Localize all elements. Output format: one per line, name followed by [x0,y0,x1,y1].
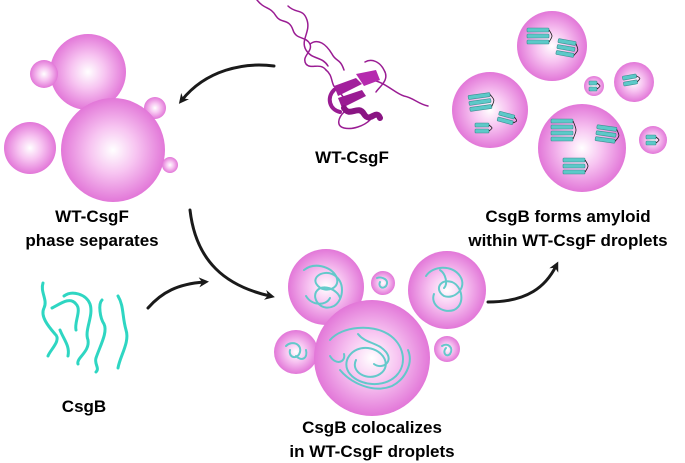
phase-separates-label-line2: phase separates [25,231,158,250]
csgb-strand [58,328,70,358]
fibril-segment [596,124,618,132]
fibril-stack [550,118,577,142]
alpha-helix [341,105,383,121]
droplet [538,104,626,192]
droplet [61,98,165,202]
fibril-segment [645,140,657,146]
droplet [452,72,528,148]
fibril-link [573,43,579,56]
fibril-link [489,94,495,107]
arrow-colocalize-to-amyloid [486,261,559,304]
fibril-segment [562,169,586,175]
fibril-stack [562,157,589,175]
fibril-segment [468,98,492,106]
csgf-droplet-cluster [4,34,178,202]
phase-separates-label-line1: WT-CsgF [55,207,129,226]
beta-strand [334,78,362,96]
csgb-strand [40,281,59,358]
csgb-strand [50,299,80,332]
fibril-segment [496,116,514,125]
droplet [274,330,318,374]
fibril-stack [474,122,493,134]
csgf-protein-core [327,70,383,121]
fibril-segment [556,44,576,52]
csgb-strand [62,291,93,366]
droplet [162,157,178,173]
arrow-csgb-to-colocalize [146,277,209,310]
droplet [50,34,126,110]
fibril-link [596,82,601,90]
amyloid-fibrils [467,27,660,175]
fibril-segment [474,128,490,134]
csgb-strands [40,281,129,374]
arrow-phase-to-colocalize [188,208,275,300]
fibril-stack [496,111,518,125]
loop [327,88,342,114]
process-arrows [146,63,559,310]
csgb-strand [116,294,129,370]
droplet [584,76,604,96]
fibril-stack [526,27,553,45]
fibril-segment [526,33,550,39]
colocalizes-label-line2: in WT-CsgF droplets [289,442,454,461]
wt-csgf-label: WT-CsgF [315,148,389,167]
fibril-link [488,124,493,132]
droplet [639,126,667,154]
fibril-link [614,129,620,142]
fibril-segment [562,157,586,163]
droplet [4,122,56,174]
fibril-segment [550,118,574,124]
amyloid-label-line1: CsgB forms amyloid [485,207,650,226]
fibril-segment [550,130,574,136]
fibril-segment [588,80,598,86]
fibril-segment [588,86,598,92]
fibril-link [584,159,589,173]
arrow-protein-to-droplets [178,63,276,104]
fibril-segment [622,73,637,81]
droplet [434,336,460,362]
droplet [371,271,395,295]
fibril-segment [526,39,550,45]
fibril-link [655,136,660,144]
fibril-link [636,75,641,83]
fibril-stack [622,73,641,87]
fibril-segment [550,136,574,142]
colocalizes-label-line1: CsgB colocalizes [302,418,442,437]
beta-strand [338,90,366,108]
fibril-link [572,120,577,140]
fibril-segment [645,134,657,140]
amyloid-label-line2: within WT-CsgF droplets [467,231,667,250]
fibril-segment [526,27,550,33]
colocalized-droplet-cluster [274,249,486,416]
beta-strand [356,70,380,86]
fibril-segment [562,163,586,169]
colocalized-csgb-tangles [285,264,464,390]
fibril-stack [467,92,495,112]
droplet [408,251,486,329]
csgb-strand [94,298,107,374]
fibril-segment [474,122,490,128]
fibril-stack [588,80,601,92]
csgb-label: CsgB [62,397,106,416]
fibril-stack [555,38,579,58]
fibril-link [548,29,553,43]
fibril-segment [550,124,574,130]
fibril-link [512,116,518,124]
droplet [314,300,430,416]
fibril-stack [645,134,660,146]
fibril-segment [595,130,617,138]
droplet [30,60,58,88]
fibril-stack [594,124,620,144]
